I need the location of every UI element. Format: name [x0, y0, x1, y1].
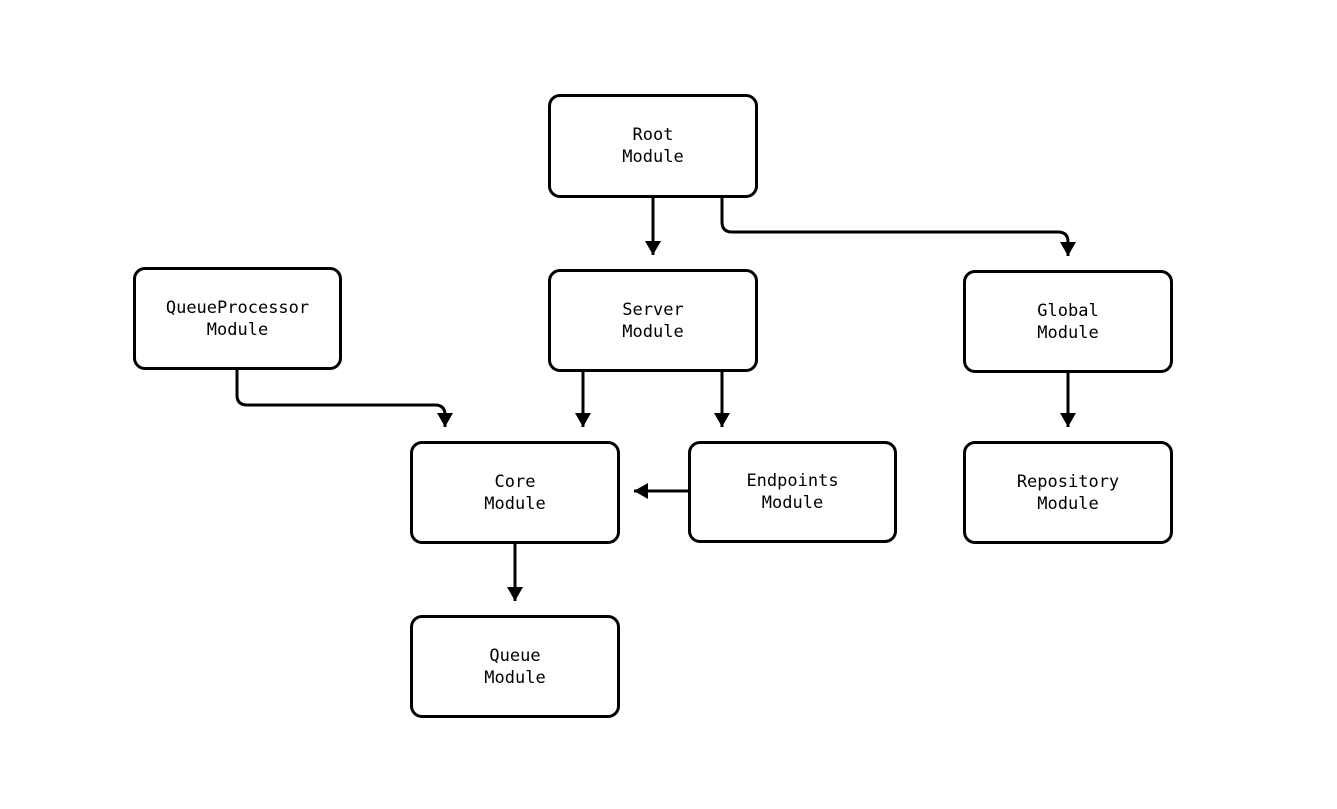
node-label-server: Server Module: [622, 299, 684, 342]
arrowhead-server-to-core: [575, 413, 591, 427]
edge-root-to-global: [720, 198, 1070, 256]
node-repository[interactable]: Repository Module: [963, 441, 1173, 544]
arrowhead-root-to-server: [645, 241, 661, 255]
arrowhead-core-to-queue: [507, 587, 523, 601]
node-label-core: Core Module: [484, 471, 546, 514]
node-label-root: Root Module: [622, 125, 684, 167]
node-label-endpoints: Endpoints Module: [746, 471, 839, 513]
node-label-queueprocessor: QueueProcessor Module: [165, 297, 310, 340]
node-root[interactable]: Root Module: [548, 94, 758, 198]
arrowhead-root-to-global: [1060, 242, 1076, 256]
node-label-global: Global Module: [1037, 300, 1099, 343]
node-core[interactable]: Core Module: [410, 441, 620, 544]
node-server[interactable]: Server Module: [548, 269, 758, 372]
arrowhead-queueprocessor-to-core: [437, 413, 453, 427]
node-queueprocessor[interactable]: QueueProcessor Module: [133, 267, 342, 370]
edge-queueprocessor-to-core: [235, 370, 447, 427]
arrowhead-endpoints-to-core: [634, 483, 648, 499]
arrowhead-global-to-repository: [1060, 413, 1076, 427]
node-queue[interactable]: Queue Module: [410, 615, 620, 718]
edge-paths: [235, 198, 1070, 601]
arrowhead-server-to-endpoints: [714, 413, 730, 427]
node-endpoints[interactable]: Endpoints Module: [688, 441, 897, 543]
node-label-queue: Queue Module: [484, 645, 546, 688]
node-global[interactable]: Global Module: [963, 270, 1173, 373]
node-label-repository: Repository Module: [1016, 471, 1120, 514]
